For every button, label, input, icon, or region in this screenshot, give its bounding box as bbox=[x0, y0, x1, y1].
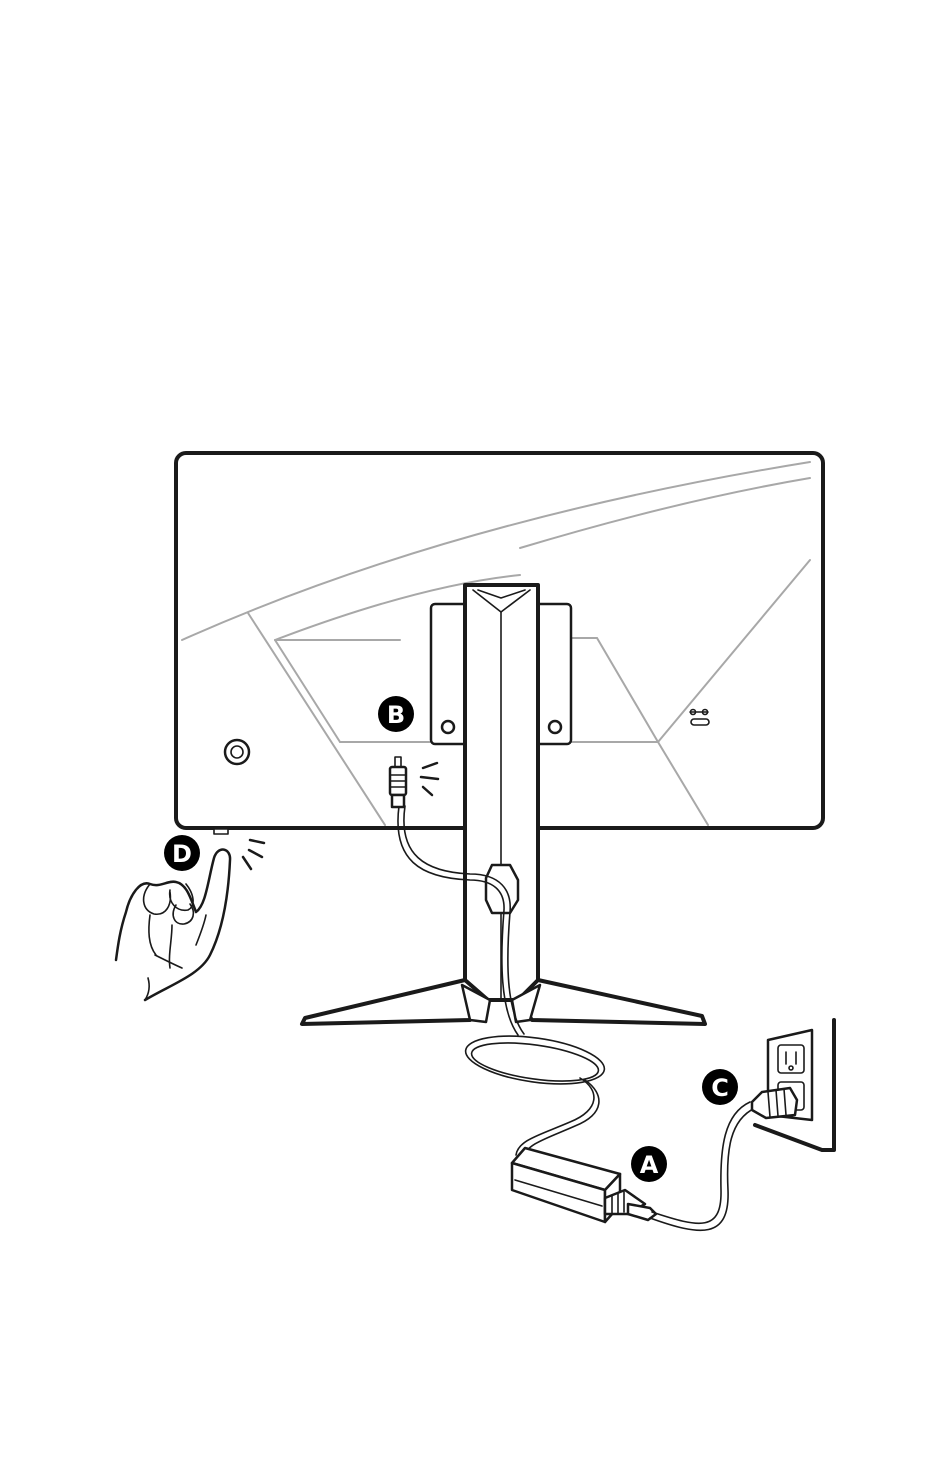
power-button[interactable] bbox=[214, 829, 228, 834]
label-a-text: A bbox=[640, 1151, 659, 1179]
label-badge-d: D bbox=[164, 835, 200, 871]
hand-illustration bbox=[116, 850, 230, 1000]
label-badge-b: B bbox=[378, 696, 414, 732]
label-d-text: D bbox=[172, 840, 192, 868]
joystick-button[interactable] bbox=[225, 740, 249, 764]
wall-outlet bbox=[752, 1020, 834, 1150]
label-badge-a: A bbox=[631, 1146, 667, 1182]
label-c-text: C bbox=[711, 1074, 729, 1102]
label-badge-c: C bbox=[702, 1069, 738, 1105]
label-b-text: B bbox=[387, 701, 405, 729]
motion-marks-d bbox=[243, 840, 264, 869]
